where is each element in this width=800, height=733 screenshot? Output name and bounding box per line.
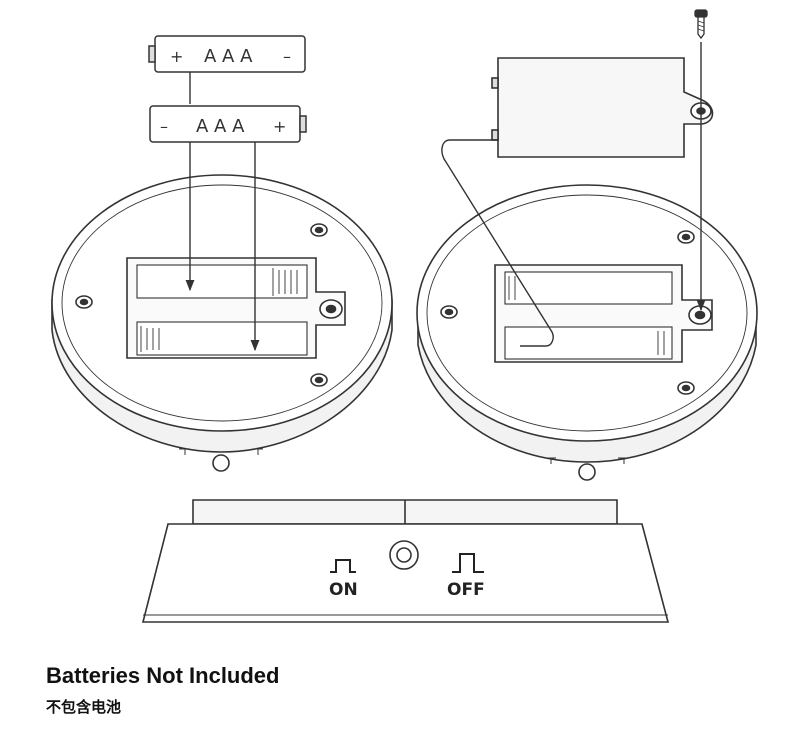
battery-bottom — [149, 105, 307, 143]
battery-bottom-minus: – — [160, 117, 168, 136]
battery-cover — [491, 57, 714, 158]
battery-top-label: A A A — [204, 46, 253, 67]
right-screw-hole — [677, 381, 695, 395]
off-label: OFF — [447, 580, 485, 600]
on-symbol-icon — [330, 559, 356, 573]
right-screw-hole — [440, 305, 458, 319]
right-screw-hole — [677, 230, 695, 244]
battery-bottom-plus: + — [273, 117, 286, 136]
left-power-button-icon — [212, 454, 230, 472]
side-view-base — [141, 499, 670, 623]
left-screw-hole — [310, 223, 328, 237]
on-label: ON — [329, 580, 358, 600]
off-symbol-icon — [452, 553, 484, 573]
insertion-arrows — [185, 72, 260, 352]
right-base-unit — [416, 184, 758, 481]
left-base-unit — [51, 174, 393, 472]
screw-icon — [694, 9, 708, 40]
battery-top — [148, 35, 306, 73]
battery-top-minus: – — [283, 47, 291, 66]
battery-bottom-label: A A A — [196, 116, 245, 137]
battery-top-plus: + — [170, 47, 183, 66]
left-screw-hole — [75, 295, 93, 309]
right-power-button-icon — [578, 463, 596, 481]
cover-insertion-path — [441, 139, 554, 347]
left-screw-hole — [310, 373, 328, 387]
caption-english: Batteries Not Included — [46, 663, 280, 688]
caption-chinese: 不包含电池 — [46, 698, 122, 716]
